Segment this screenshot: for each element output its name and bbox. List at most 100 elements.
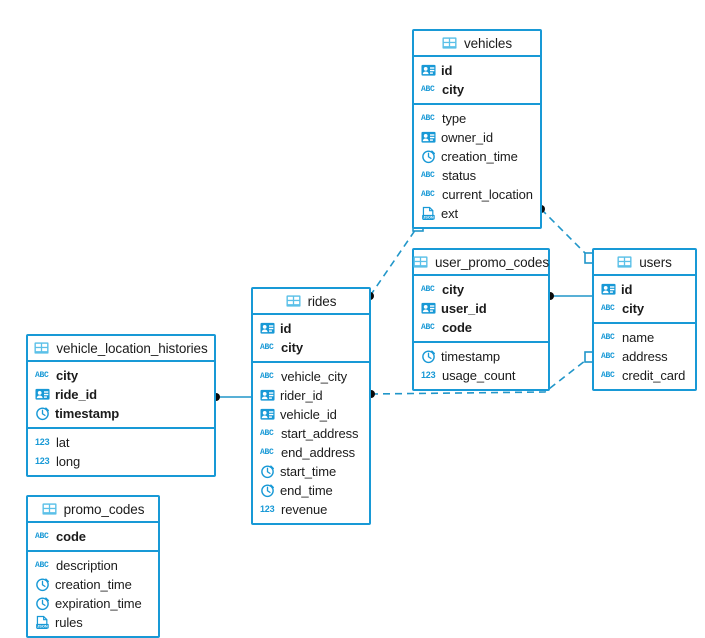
clock-icon: [421, 149, 436, 164]
field-name: address: [622, 349, 668, 364]
field-row-users-id[interactable]: id: [594, 280, 695, 299]
field-row-rides-end_time[interactable]: end_time: [253, 481, 369, 500]
field-name: city: [622, 301, 645, 316]
abc-icon: ABC: [421, 323, 435, 332]
svg-text:JSON: JSON: [423, 215, 434, 220]
table-header-vehicle_location_histories[interactable]: vehicle_location_histories: [28, 336, 214, 362]
field-name: code: [442, 320, 472, 335]
table-grid-icon: [617, 255, 633, 270]
field-name: long: [56, 454, 81, 469]
field-name: id: [441, 63, 453, 78]
svg-text:JSON: JSON: [37, 624, 48, 629]
field-row-vehicles-ext[interactable]: JSON ext: [414, 204, 540, 223]
abc-icon: ABC: [601, 333, 615, 342]
json-document-icon: JSON: [35, 615, 50, 630]
table-header-vehicles[interactable]: vehicles: [414, 31, 540, 57]
field-name: ride_id: [55, 387, 97, 402]
field-row-users-name[interactable]: ABC name: [594, 328, 695, 347]
contact-card-icon: [260, 321, 275, 336]
field-name: city: [56, 368, 79, 383]
field-name: credit_card: [622, 368, 686, 383]
field-row-vehicles-owner_id[interactable]: owner_id: [414, 128, 540, 147]
contact-card-icon: [601, 282, 616, 297]
field-row-vehicle_location_histories-timestamp[interactable]: timestamp: [28, 404, 214, 423]
relationship-vehicle-location-histories-to-rides: [212, 393, 251, 401]
field-name: lat: [56, 435, 70, 450]
field-name: vehicle_id: [280, 407, 337, 422]
field-name: timestamp: [441, 349, 501, 364]
field-name: usage_count: [442, 368, 516, 383]
field-row-rides-rider_id[interactable]: rider_id: [253, 386, 369, 405]
field-name: creation_time: [55, 577, 132, 592]
table-title: users: [639, 254, 672, 270]
field-name: description: [56, 558, 118, 573]
abc-icon: ABC: [601, 371, 615, 380]
field-name: start_address: [281, 426, 359, 441]
field-row-users-credit_card[interactable]: ABC credit_card: [594, 366, 695, 385]
field-name: user_id: [441, 301, 487, 316]
field-row-user_promo_codes-timestamp[interactable]: timestamp: [414, 347, 548, 366]
table-header-rides[interactable]: rides: [253, 289, 369, 315]
field-row-rides-id[interactable]: id: [253, 319, 369, 338]
field-row-promo_codes-creation_time[interactable]: creation_time: [28, 575, 158, 594]
contact-card-icon: [421, 130, 436, 145]
field-name: vehicle_city: [281, 369, 347, 384]
field-row-rides-vehicle_id[interactable]: vehicle_id: [253, 405, 369, 424]
table-grid-icon: [286, 294, 302, 309]
field-name: city: [442, 82, 465, 97]
table-header-users[interactable]: users: [594, 250, 695, 276]
field-name: id: [621, 282, 633, 297]
123-icon: 123: [35, 437, 50, 447]
field-row-vehicle_location_histories-ride_id[interactable]: ride_id: [28, 385, 214, 404]
field-row-vehicle_location_histories-lat[interactable]: 123 lat: [28, 433, 214, 452]
contact-card-icon: [35, 387, 50, 402]
abc-icon: ABC: [260, 372, 274, 381]
table-header-promo_codes[interactable]: promo_codes: [28, 497, 158, 523]
clock-icon: [260, 464, 275, 479]
field-row-user_promo_codes-user_id[interactable]: user_id: [414, 299, 548, 318]
table-header-user_promo_codes[interactable]: user_promo_codes: [413, 250, 549, 276]
field-row-promo_codes-expiration_time[interactable]: expiration_time: [28, 594, 158, 613]
field-row-rides-vehicle_city[interactable]: ABC vehicle_city: [253, 367, 369, 386]
123-icon: 123: [260, 504, 275, 514]
field-row-vehicles-id[interactable]: id: [414, 61, 540, 80]
table-title: promo_codes: [63, 501, 145, 517]
field-row-user_promo_codes-code[interactable]: ABC code: [414, 318, 548, 337]
field-row-rides-start_time[interactable]: start_time: [253, 462, 369, 481]
field-row-promo_codes-rules[interactable]: JSON rules: [28, 613, 158, 632]
field-name: start_time: [280, 464, 337, 479]
abc-icon: ABC: [421, 114, 435, 123]
field-name: name: [622, 330, 655, 345]
abc-icon: ABC: [421, 190, 435, 199]
field-row-vehicles-creation_time[interactable]: creation_time: [414, 147, 540, 166]
field-name: city: [442, 282, 465, 297]
